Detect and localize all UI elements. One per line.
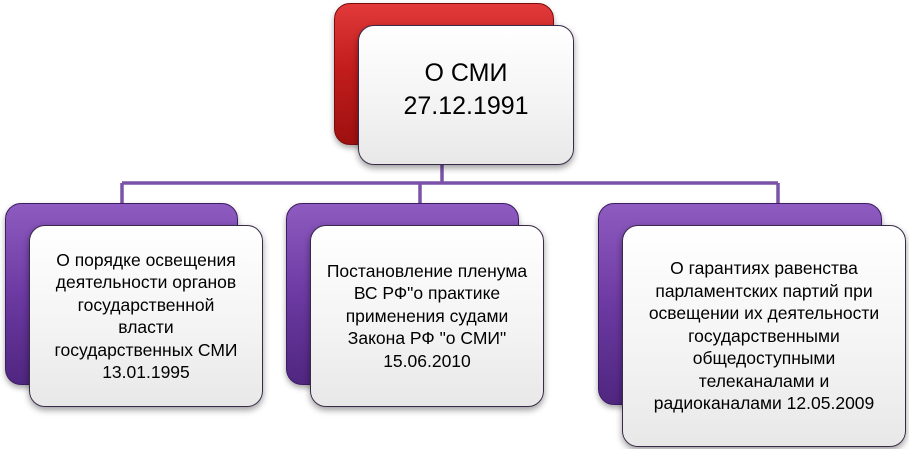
child-node-center-label: Постановление пленума ВС РФ"о практике п… [326, 260, 528, 371]
child-node-left-card: О порядке освещения деятельности органов… [29, 225, 263, 407]
child-node-right-card: О гарантиях равенства парламентских парт… [622, 225, 906, 447]
root-node-label: О СМИ 27.12.1991 [403, 59, 529, 120]
child-node-center-card: Постановление пленума ВС РФ"о практике п… [310, 225, 544, 407]
child-node-left-label: О порядке освещения деятельности органов… [54, 249, 238, 383]
child-node-right-label: О гарантиях равенства парламентских парт… [648, 258, 880, 414]
root-node-card: О СМИ 27.12.1991 [358, 25, 574, 165]
